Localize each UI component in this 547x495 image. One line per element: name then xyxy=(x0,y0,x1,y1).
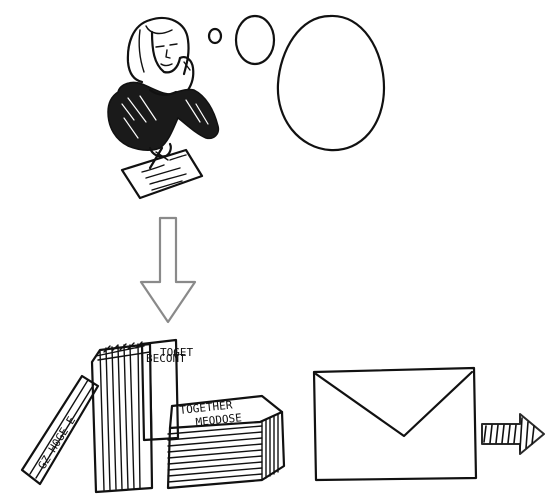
medium-thought-bubble xyxy=(236,16,274,64)
envelope-icon xyxy=(314,368,476,480)
book-stack-illustration: GZ-H0GE-E BECONT TOGET TO xyxy=(22,340,284,492)
horizontal-book-stack: TOGETHER MEODOSE xyxy=(168,396,284,488)
thought-bubbles xyxy=(209,16,384,150)
down-arrow-icon xyxy=(141,218,195,322)
right-arrow-icon xyxy=(482,414,544,454)
leaning-book-spine-text: GZ-H0GE-E xyxy=(36,414,79,471)
small-thought-bubble xyxy=(209,29,221,43)
leaning-book: GZ-H0GE-E xyxy=(22,376,98,484)
tall-book-spine-col2: TOGET xyxy=(160,346,193,359)
large-thought-bubble xyxy=(278,16,384,150)
thinking-woman-figure xyxy=(108,18,218,198)
